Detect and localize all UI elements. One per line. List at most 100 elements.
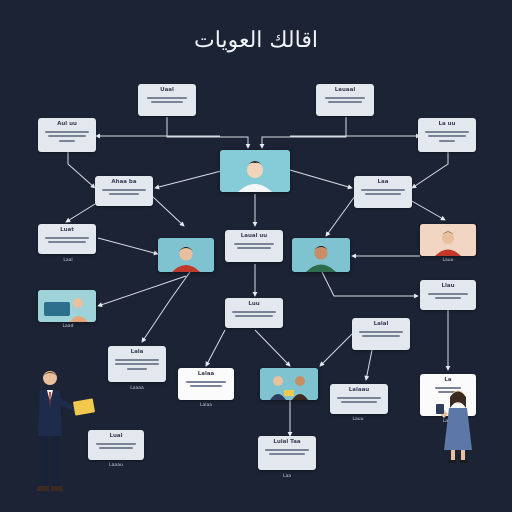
node-heading: Lual [109,433,123,439]
node-heading: Laa [377,179,389,185]
node-heading: Lulal Taa [273,439,301,445]
text-line [435,386,461,389]
node-center-card[interactable]: Laual uu [225,230,283,262]
link-midleft-leftphoto [151,195,185,227]
link-leftupper-midleft [67,152,96,189]
text-line [102,188,146,191]
node-heading: Ahaa ba [111,179,137,185]
center-group-photo[interactable] [260,368,318,400]
text-line [265,448,309,451]
text-line [341,401,377,403]
node-top-left[interactable]: Uaal [138,84,196,116]
node-right-lower[interactable]: Lalal [352,318,410,350]
caption-left-card: Laal [63,258,73,263]
right-person-photo[interactable] [292,238,350,272]
text-line [234,242,274,245]
node-heading: Lauaal [334,87,356,93]
node-heading: Llau [441,283,455,289]
text-line [115,358,159,361]
meeting-icon [260,368,318,400]
caption-left-mid2: Laaaa [130,386,144,391]
caption-left-photo: Laad [62,324,74,329]
person-icon [220,150,290,192]
text-line [237,247,271,249]
node-heading: Lalal [373,321,389,327]
link-center-midright [289,169,353,190]
node-right-mid2[interactable]: Llau [420,280,476,310]
link-topleft-center [166,117,251,149]
person-icon [292,238,350,272]
person-icon [158,238,214,272]
text-line [115,363,159,365]
text-line [439,139,455,142]
node-heading: Lalaa [197,371,215,377]
workspace-icon [38,290,96,322]
node-right-low2[interactable]: Lalaau [330,384,388,414]
node-heading: Aul uu [57,121,77,127]
text-line [186,380,226,383]
link-rightupper-midright [411,152,449,189]
text-line [328,101,362,103]
link-lower-whiteleft [205,329,226,367]
diagram-title: اقالك العويات [194,28,318,53]
text-line [438,391,458,393]
node-heading: Laual uu [240,233,268,239]
link-rightphoto-right2 [321,271,419,299]
text-line [337,396,381,399]
node-heading: Uaal [160,87,174,93]
text-line [269,453,305,455]
text-line [59,139,75,142]
text-line [151,101,183,103]
link-midleft-leftcard [65,203,96,223]
node-heading: Lala [130,349,144,355]
text-line [365,193,401,195]
link-rightmid2-rightlow [364,349,373,381]
text-line [325,96,365,99]
center-person-photo[interactable] [220,150,290,192]
node-heading: Luu [248,301,260,307]
node-left-mid2[interactable]: Lala [108,346,166,382]
node-heading: Lalaau [348,387,370,393]
text-line [99,447,133,449]
node-heading: La [444,377,452,383]
link-leftcard-photo [97,237,159,256]
caption-bottom-center: Laa [282,474,292,479]
node-center-left-white[interactable]: Lalaa [178,368,234,400]
caption-right-card: Lauu [442,258,454,263]
text-line [48,241,86,243]
text-line [109,193,139,195]
node-bottom-left[interactable]: Lual [88,430,144,460]
link-midright-rightphoto [325,195,356,237]
text-line [428,292,468,295]
link-lower-photo2 [254,329,291,367]
caption-center-left-white: Lalaa [199,403,213,408]
text-line [127,367,147,370]
text-line [359,330,403,333]
caption-bottom-left: Laaau [109,463,123,468]
person-icon [420,224,476,256]
text-line [190,385,222,387]
link-topright-center [259,117,347,149]
node-mid-left[interactable]: Ahaa ba [95,176,153,206]
woman-with-tablet-illustration [436,390,472,463]
right-card-person[interactable] [420,224,476,256]
node-white-right[interactable]: La [420,374,476,416]
node-left-card[interactable]: Luat [38,224,96,254]
node-right-upper[interactable]: La uu [418,118,476,152]
text-line [45,130,89,133]
node-mid-right[interactable]: Laa [354,176,412,208]
text-line [362,335,400,337]
node-left-upper[interactable]: Aul uu [38,118,96,152]
left-photo-activity[interactable] [38,290,96,322]
text-line [48,135,86,137]
man-with-laptop-illustration [36,371,95,491]
node-top-right[interactable]: Lauaal [316,84,374,116]
text-line [232,310,276,313]
link-midright-rightcard [409,199,446,221]
node-center-lower[interactable]: Luu [225,298,283,328]
node-bottom-center[interactable]: Lulal Taa [258,436,316,470]
left-person-photo[interactable] [158,238,214,272]
node-heading: La uu [438,121,456,127]
